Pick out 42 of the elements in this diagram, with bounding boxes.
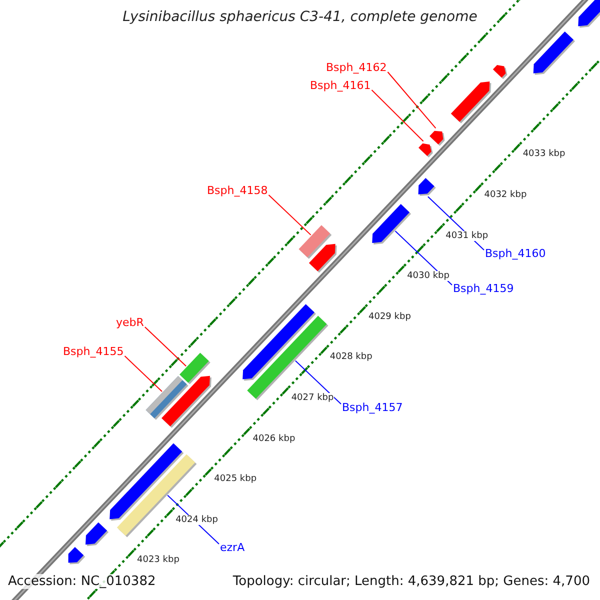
scale-label: 4026 kbp	[252, 434, 296, 444]
scale-label: 4025 kbp	[214, 474, 257, 484]
gene-label: Bsph_4155	[63, 345, 124, 358]
gene-feature	[146, 376, 188, 420]
leader-line	[371, 90, 424, 142]
gene-label: ezrA	[220, 541, 245, 554]
gene-label: Bsph_4158	[207, 184, 268, 197]
gene-feature	[418, 143, 433, 158]
scale-label: 4030 kbp	[407, 271, 450, 282]
gene-feature	[418, 178, 436, 196]
gene-feature	[68, 546, 86, 564]
gene-label: yebR	[116, 316, 144, 329]
gene-feature	[86, 522, 109, 546]
gene-label: Bsph_4159	[453, 282, 514, 295]
accession-text: Accession: NC_010382	[8, 574, 156, 589]
leader-line	[387, 72, 436, 129]
gene-feature	[308, 244, 337, 273]
gene-feature	[578, 0, 600, 28]
leader-line	[294, 360, 342, 404]
leader-line	[144, 326, 187, 367]
title: Lysinibacillus sphaericus C3-41, complete genome	[122, 9, 478, 25]
genome-info-text: Topology: circular; Length: 4,639,821 bp; Genes: 4,700	[232, 574, 590, 589]
leader-line	[268, 194, 312, 236]
scale-label: 4024 kbp	[176, 514, 218, 525]
scale-label: 4031 kbp	[446, 230, 488, 241]
gene-label: Bsph_4160	[485, 247, 546, 260]
scale-label: 4033 kbp	[522, 149, 566, 160]
gene-feature	[372, 204, 412, 244]
gene-feature	[533, 32, 576, 75]
scale-label: 4032 kbp	[484, 190, 527, 200]
gene-feature	[492, 65, 508, 80]
gene-label: Bsph_4162	[326, 61, 387, 74]
gene-label: Bsph_4161	[310, 79, 371, 92]
gene-feature	[430, 130, 445, 146]
leader-line	[124, 356, 162, 392]
gene-feature	[450, 82, 492, 124]
gene-feature	[116, 454, 197, 538]
gene-label: Bsph_4157	[342, 401, 403, 414]
scale-label: 4023 kbp	[137, 555, 180, 566]
scale-label: 4029 kbp	[368, 312, 411, 322]
scale-label: 4028 kbp	[330, 352, 372, 362]
scale-label: 4027 kbp	[291, 392, 334, 403]
